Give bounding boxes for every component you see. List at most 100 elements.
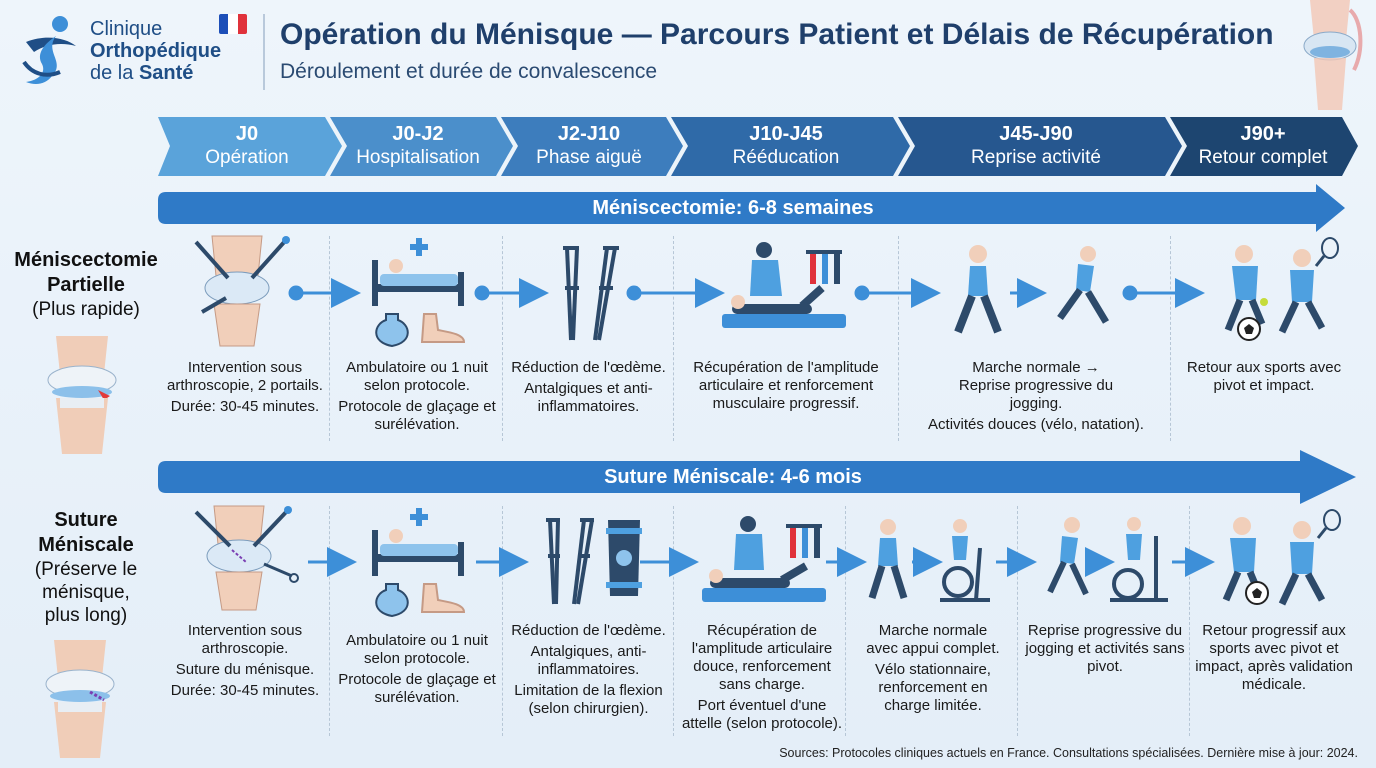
column-divider [502, 506, 503, 736]
column-divider [845, 506, 846, 736]
step-text: Port éventuel d'une attelle (selon proto… [681, 697, 843, 732]
step-description: Reprise progressive du jogging et activi… [1022, 622, 1188, 679]
step-description: Marche normale avec appui complet. Vélo … [850, 622, 1016, 718]
walking-person-icon [866, 518, 910, 602]
step-description: Ambulatoire ou 1 nuit selon protocole. P… [336, 632, 498, 710]
step-text: Antalgiques, anti-inflammatoires. [530, 643, 647, 678]
phase-code: J0-J2 [392, 123, 444, 145]
header-divider [263, 14, 265, 90]
band-suture-label: Suture Méniscale: 4-6 mois [604, 465, 862, 488]
step-description: Intervention sous arthroscopie. Suture d… [164, 622, 326, 703]
column-divider [1189, 506, 1190, 736]
step-description: Marche normale → Reprise progressive du … [908, 359, 1164, 437]
knee-anatomy-icon [1290, 0, 1370, 110]
step-text: Limitation de la flexion (selon chirurgi… [514, 682, 663, 717]
step-description: Retour aux sports avec pivot et impact. [1184, 359, 1344, 398]
foot-icon [418, 583, 466, 616]
phase-code: J10-J45 [749, 123, 823, 145]
column-divider [673, 236, 674, 441]
row-label-sub1: (Préserve le [34, 559, 138, 580]
step-description: Réduction de l'œdème. Antalgiques, anti-… [506, 622, 671, 721]
phase-name: Retour complet [1198, 147, 1328, 168]
physiotherapy-icon [722, 240, 848, 330]
step-description: Récupération de l'amplitude articulaire … [678, 622, 846, 736]
row-label-title2: Partielle [47, 274, 125, 296]
connectors-row1 [288, 278, 1205, 308]
phase-name: Hospitalisation [356, 147, 480, 168]
step-description: Réduction de l'œdème. Antalgiques et ant… [506, 359, 671, 419]
step-text: Retour progressif aux sports avec pivot … [1195, 622, 1353, 693]
sports-players-icon [1218, 237, 1344, 340]
row-label-sub: (Plus rapide) [32, 299, 140, 320]
step-text: Récupération de l'amplitude articulaire … [693, 359, 879, 412]
band-arrow-meniscectomy [158, 184, 1345, 232]
hospital-bed-icon [368, 508, 468, 580]
phase-j0-j2: J0-J2 Hospitalisation [342, 117, 494, 176]
row-label-sub3: plus long) [44, 605, 128, 626]
flag-france-icon [219, 14, 247, 34]
step-description: Récupération de l'amplitude articulaire … [682, 359, 890, 416]
walking-person-icon [948, 244, 1006, 336]
step-text: Durée: 30-45 minutes. [170, 398, 320, 415]
step-text: Marche normale → Reprise progressive du … [958, 359, 1114, 412]
running-person-icon [1052, 244, 1114, 328]
band-arrows [158, 184, 1356, 504]
column-divider [1170, 236, 1171, 441]
step-text: Durée: 30-45 minutes. [170, 682, 320, 699]
step-description: Intervention sous arthroscopie, 2 portai… [160, 359, 330, 419]
row-label-title1: Méniscectomie [14, 249, 158, 271]
column-divider [329, 236, 330, 441]
step-text: Ambulatoire ou 1 nuit selon protocole. [346, 632, 488, 667]
phase-name: Reprise activité [971, 147, 1101, 168]
exercise-bike-icon [936, 518, 994, 602]
phase-chevron-2 [330, 117, 513, 176]
band-meniscectomy-label: Méniscectomie: 6-8 semaines [592, 196, 874, 219]
running-person-icon [1046, 516, 1090, 600]
soccer-ball-icon [1244, 580, 1270, 606]
step-text: Protocole de glaçage et surélévation. [338, 398, 496, 433]
clinic-name-line3: de la Santé [90, 62, 194, 84]
phase-code: J2-J10 [557, 123, 621, 145]
elliptical-icon [1108, 516, 1170, 602]
phase-code: J90+ [1240, 123, 1286, 145]
column-divider [673, 506, 674, 736]
arthroscopy-knee-icon [182, 235, 292, 347]
knee-brace-icon [604, 520, 644, 596]
page-subtitle: Déroulement et durée de convalescence [280, 60, 658, 83]
phase-code: J0 [235, 123, 259, 145]
phase-chevron-3 [501, 117, 683, 176]
ice-pack-icon [370, 312, 414, 348]
step-text: Intervention sous arthroscopie. [187, 622, 303, 657]
phase-name: Opération [205, 147, 289, 168]
phase-j45-j90: J45-J90 Reprise activité [910, 117, 1162, 176]
crutches-icon [555, 244, 627, 344]
arthroscopy-knee-icon [182, 505, 300, 611]
column-divider [329, 506, 330, 736]
step-text: Réduction de l'œdème. [511, 359, 666, 376]
row-label-meniscectomy: Méniscectomie Partielle (Plus rapide) [8, 248, 164, 321]
phase-name: Rééducation [732, 147, 840, 168]
row-label-title2: Méniscale [38, 534, 134, 556]
column-divider [898, 236, 899, 441]
column-divider [502, 236, 503, 441]
row-label-sub2: ménisque, [42, 582, 130, 603]
step-description: Retour progressif aux sports avec pivot … [1192, 622, 1356, 697]
phase-name: Phase aiguë [536, 147, 642, 168]
page-title: Opération du Ménisque — Parcours Patient… [280, 18, 1274, 51]
step-text: Intervention sous arthroscopie, 2 portai… [167, 359, 323, 394]
column-divider [1017, 506, 1018, 736]
phase-chevron-4 [671, 117, 910, 176]
row-label-title1: Suture [54, 509, 118, 531]
phase-code: J45-J90 [999, 123, 1073, 145]
phase-chevron-5 [898, 117, 1182, 176]
row-label-suture: Suture Méniscale (Préserve le ménisque, … [8, 508, 164, 627]
phase-chevron-1 [158, 117, 342, 176]
physiotherapy-icon [702, 514, 828, 604]
step-text: Protocole de glaçage et surélévation. [338, 671, 496, 706]
crutches-icon [540, 516, 602, 608]
foot-icon [418, 313, 466, 346]
hospital-bed-icon [368, 238, 468, 310]
phase-j10-j45: J10-J45 Rééducation [683, 117, 889, 176]
tennis-racket-icon [1314, 237, 1339, 267]
phase-j90-plus: J90+ Retour complet [1182, 117, 1344, 176]
